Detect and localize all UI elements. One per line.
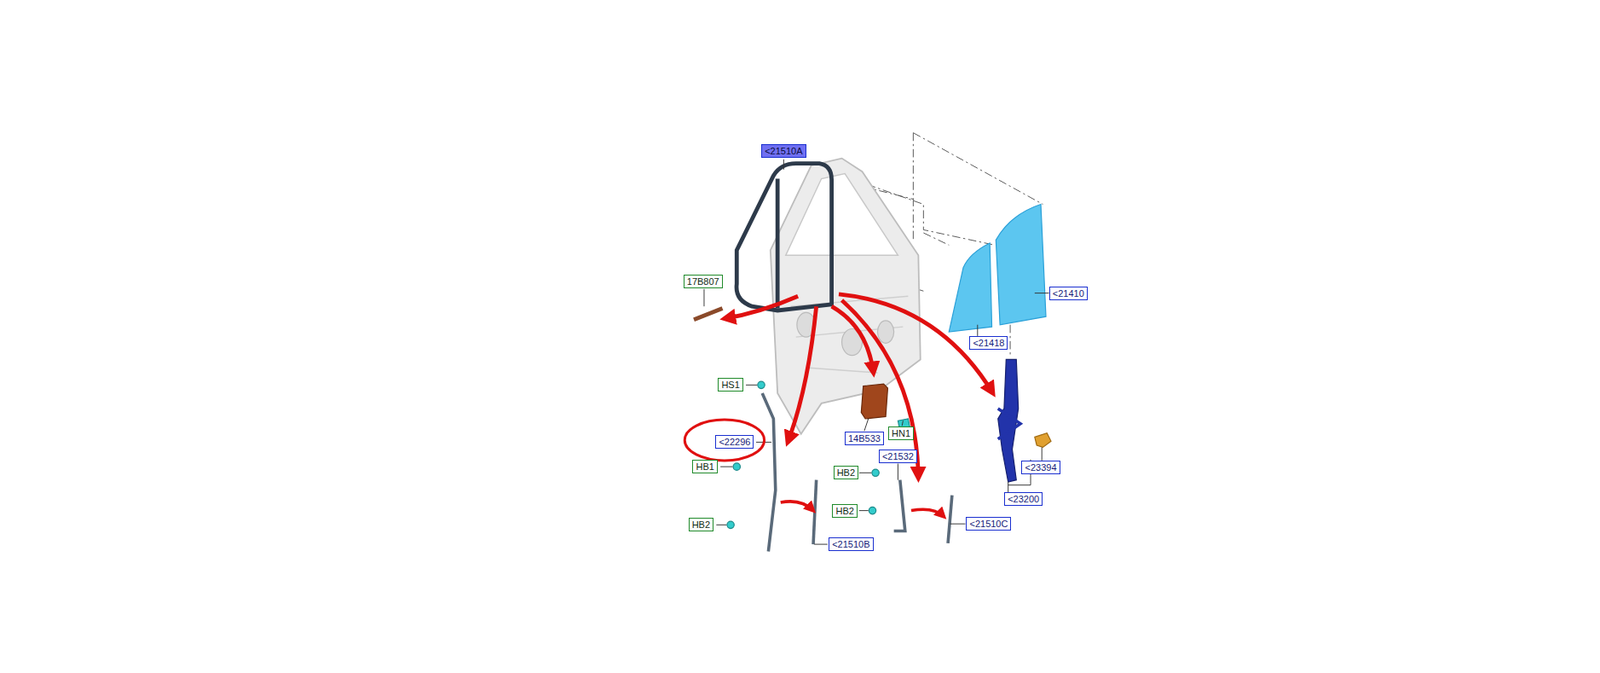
callout-box: <21510B (828, 537, 873, 551)
callout-box: <21510A (761, 144, 806, 158)
callout-number: HB1 (695, 461, 714, 472)
leader-lines (704, 159, 1050, 544)
callout-number: <21532 (882, 450, 914, 462)
callout-number: HB2 (692, 519, 711, 530)
door-glass (948, 203, 1046, 332)
trim-strip (693, 308, 723, 320)
callout-box: <23200 (1004, 491, 1043, 506)
callout-box: <21532 (878, 449, 918, 463)
callout-number: <22296 (718, 436, 751, 447)
callout-box: HB2 (831, 503, 857, 518)
callout-box: <22296 (715, 434, 754, 449)
callout-number: HS1 (721, 379, 740, 390)
callout-number: 14B533 (848, 433, 881, 444)
callout-box: HS1 (717, 377, 743, 392)
callout-box: <21410 (1049, 286, 1088, 301)
highlight-ellipse (684, 419, 764, 461)
rails (762, 392, 953, 552)
callout-box: HN1 (888, 426, 914, 440)
callout-box: <21510C (965, 516, 1011, 531)
callout-number: <21510A (764, 145, 803, 156)
callout-number: <21510B (831, 538, 870, 549)
callout-box: <23394 (1021, 460, 1060, 474)
callout-box: HB2 (688, 517, 714, 532)
callout-number: HB2 (837, 467, 855, 478)
callout-box: 14B533 (844, 431, 884, 445)
callout-number: 17B807 (687, 276, 720, 287)
door-seal (736, 163, 832, 311)
callout-box: HB2 (833, 465, 859, 480)
callout-number: <23200 (1007, 493, 1040, 504)
callout-number: <21410 (1052, 288, 1085, 299)
callout-number: HB2 (835, 505, 854, 516)
callout-number: <21510C (969, 518, 1008, 529)
callout-number: HN1 (891, 427, 911, 439)
callout-box: 17B807 (683, 274, 723, 289)
red-arrows (724, 294, 994, 517)
callout-box: HB1 (692, 459, 717, 474)
callout-box: <21418 (969, 335, 1008, 350)
callout-number: <21418 (972, 337, 1005, 348)
callout-number: <23394 (1024, 462, 1057, 473)
